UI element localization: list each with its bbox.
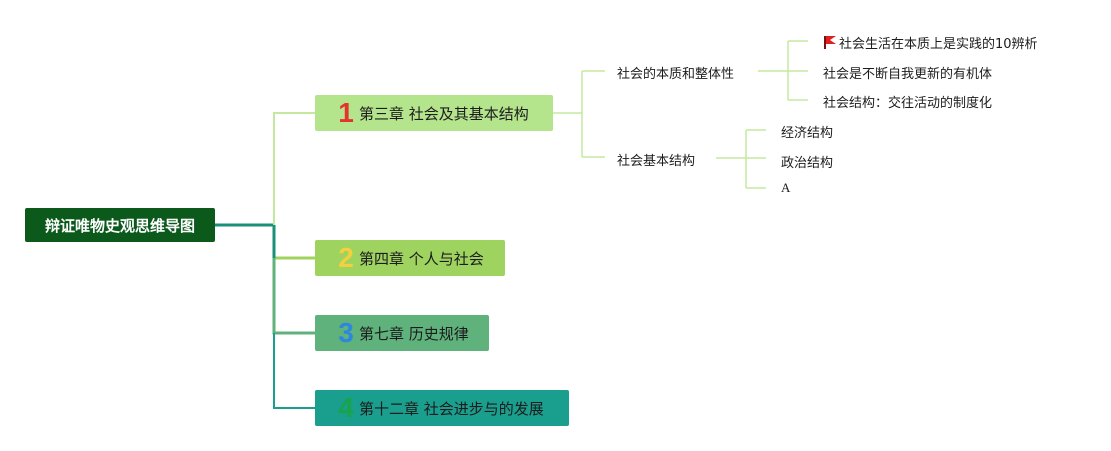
number-2-icon: 2 <box>338 242 354 273</box>
number-4-icon: 4 <box>338 392 354 423</box>
branch-node-label: 第四章 个人与社会 <box>359 249 484 268</box>
topic-node-social-essence[interactable]: 社会的本质和整体性 <box>617 63 734 82</box>
branch-node-chapter-12[interactable]: 4 第十二章 社会进步与的发展 <box>315 390 569 426</box>
topic-node-basic-structure[interactable]: 社会基本结构 <box>617 150 695 169</box>
leaf-node-label: 社会结构：交往活动的制度化 <box>823 96 993 111</box>
branch-node-chapter-7[interactable]: 3 第七章 历史规律 <box>315 315 489 351</box>
branch-node-chapter-3[interactable]: 1 第三章 社会及其基本结构 <box>315 95 553 131</box>
leaf-node-label: 社会是不断自我更新的有机体 <box>823 67 993 82</box>
branch-node-label: 第七章 历史规律 <box>359 324 469 343</box>
number-1-icon: 1 <box>338 97 354 128</box>
leaf-node-economic-structure[interactable]: 经济结构 <box>781 122 833 141</box>
branch-node-label: 第三章 社会及其基本结构 <box>359 104 529 123</box>
number-3-icon: 3 <box>338 317 354 348</box>
leaf-node-practice[interactable]: 社会生活在本质上是实践的10辨析 <box>823 33 1038 52</box>
leaf-node-label: 社会生活在本质上是实践的10辨析 <box>839 37 1038 52</box>
leaf-node-organism[interactable]: 社会是不断自我更新的有机体 <box>823 63 992 82</box>
leaf-node-label: 经济结构 <box>781 126 834 141</box>
leaf-node-label: A <box>781 180 791 195</box>
root-node[interactable]: 辩证唯物史观思维导图 <box>25 208 215 242</box>
leaf-node-political-structure[interactable]: 政治结构 <box>781 152 833 171</box>
topic-node-label: 社会基本结构 <box>617 154 696 169</box>
topic-node-label: 社会的本质和整体性 <box>617 67 735 82</box>
red-flag-icon <box>823 36 836 49</box>
branch-node-chapter-4[interactable]: 2 第四章 个人与社会 <box>315 240 505 276</box>
leaf-node-social-structure[interactable]: 社会结构：交往活动的制度化 <box>823 92 992 111</box>
branch-node-label: 第十二章 社会进步与的发展 <box>359 399 544 418</box>
leaf-node-label: 政治结构 <box>781 156 834 171</box>
leaf-node-a[interactable]: A <box>781 180 790 196</box>
root-node-label: 辩证唯物史观思维导图 <box>44 216 195 235</box>
